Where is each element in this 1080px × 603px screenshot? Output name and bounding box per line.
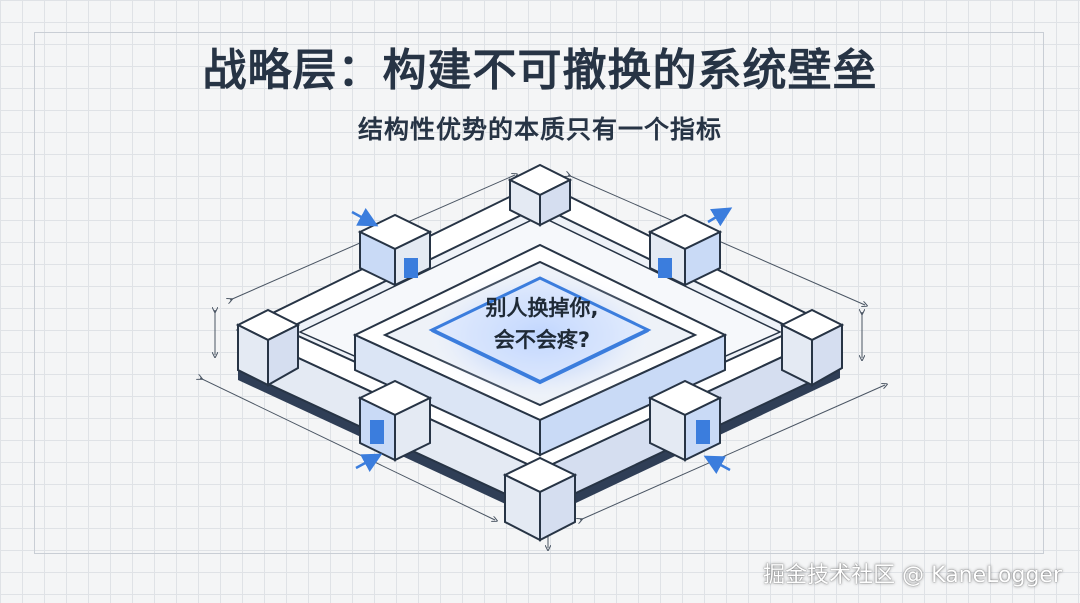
arrow-in-bottom-left (355, 453, 383, 472)
page-title: 战略层：构建不可撤换的系统壁垒 (202, 45, 878, 96)
inner-wall-right-face (539, 333, 726, 457)
arrow-out-top-right (707, 207, 733, 227)
tower-right (779, 308, 845, 387)
tower-top (507, 163, 573, 227)
blueprint-frame (34, 32, 1044, 554)
tower-left (235, 308, 301, 387)
gate-tower-bottom-right (647, 379, 723, 462)
flow-arrows (351, 207, 733, 474)
gate-tower-bottom-left (357, 379, 433, 462)
core-label-line2: 会不会疼? (493, 328, 591, 352)
gate-tower-top-right (647, 213, 723, 287)
tower-bottom (502, 456, 578, 542)
arrow-in-bottom-right (703, 455, 731, 474)
page-subtitle: 结构性优势的本质只有一个指标 (357, 115, 722, 144)
core-label-line1: 别人换掉你, (485, 296, 599, 320)
core-block-edge (431, 328, 649, 385)
arrow-in-top-left (351, 208, 379, 227)
watermark: 掘金技术社区 @ KaneLogger (763, 563, 1062, 588)
